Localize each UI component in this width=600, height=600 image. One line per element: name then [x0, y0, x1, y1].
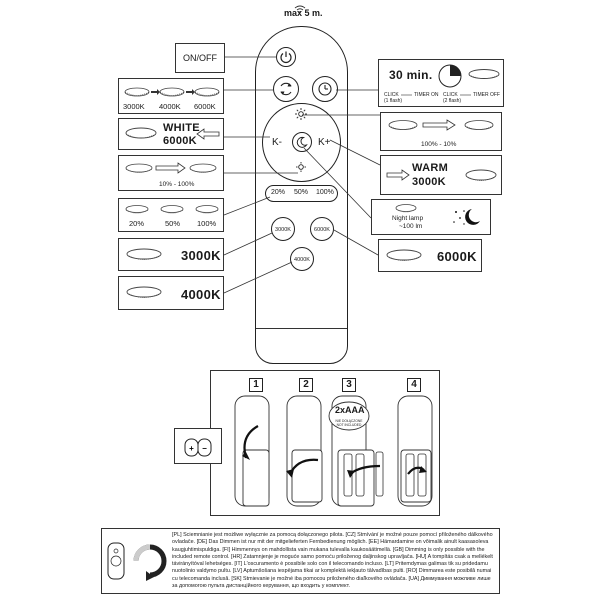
btn-4000k-label: 4000K [294, 257, 310, 263]
sun-icon [295, 108, 307, 120]
night-lamp-button[interactable] [292, 132, 312, 152]
k-minus-button[interactable]: K- [272, 137, 282, 148]
white-title: WHITE [163, 122, 200, 134]
lamp-icon [125, 127, 157, 139]
timer-flash2: (2 flash) [443, 98, 462, 104]
cycle-4000k: 4000K [159, 102, 181, 111]
timer-label: 30 min. [389, 68, 433, 82]
cycle-6000k: 6000K [194, 102, 216, 111]
dim-lamps [125, 162, 217, 174]
power-icon [280, 51, 292, 64]
sun-small-icon [296, 162, 306, 172]
brightness-down-button[interactable] [294, 160, 308, 174]
pct-50-button[interactable]: 50% [294, 189, 309, 196]
warm-temp: 3000K [412, 176, 446, 188]
step-2: 2 [299, 378, 313, 392]
battery-count: 2xAAA [335, 405, 365, 415]
battery-type: xAAA [340, 405, 365, 415]
disclaimer-box [101, 528, 500, 594]
dim-down-box: 100% - 10% [380, 112, 502, 151]
battery-steps-illustration [234, 395, 433, 507]
btn-3000k-label: 3000K [275, 227, 291, 233]
dim-up-range: 10% - 100% [159, 181, 195, 188]
level-100: 100% [197, 219, 217, 228]
remote-divider [256, 328, 347, 329]
cycle-button[interactable] [273, 76, 299, 102]
btn-3000k[interactable]: 3000K [271, 217, 295, 241]
cycle-box: 3000K 4000K 6000K [118, 78, 224, 114]
k3000-box: 3000K [118, 238, 224, 271]
remote-dim-icon [107, 542, 167, 581]
lamp-icon-4000 [126, 286, 162, 298]
cycle-icon [280, 82, 292, 96]
levels-box: 20% 50% 100% [118, 198, 224, 232]
timer-lamp-icon [468, 69, 500, 79]
timer-button[interactable] [312, 76, 338, 102]
level-20: 20% [129, 219, 145, 228]
timer-flash1: (1 flash) [384, 98, 403, 104]
onoff-box: ON/OFF [175, 43, 225, 73]
pct-100-button[interactable]: 100% [316, 189, 334, 196]
battery-icon-box: + − [174, 428, 222, 464]
dim-up-box: 10% - 100% [118, 155, 224, 191]
k6000-box: 6000K [378, 239, 482, 272]
k4000-label: 4000K [181, 287, 221, 302]
k6000-label: 6000K [437, 249, 477, 264]
night-label: Night lamp [392, 215, 424, 222]
arrow-left-icon [196, 128, 220, 140]
moon-icon [296, 136, 308, 148]
night-lm: ~100 lm [399, 223, 423, 230]
brightness-up-button[interactable] [294, 107, 308, 121]
step-1: 1 [249, 378, 263, 392]
dim-down-lamps [388, 119, 494, 131]
btn-6000k-label: 6000K [314, 227, 330, 233]
k4000-box: 4000K [118, 276, 224, 310]
lamp-icon-6000 [386, 249, 422, 261]
svg-text:−: − [202, 444, 207, 453]
k3000-label: 3000K [181, 248, 221, 263]
white-box: WHITE 6000K [118, 118, 224, 150]
clock-icon [318, 82, 332, 96]
svg-text:+: + [189, 444, 194, 453]
battery-note: NIE DOŁĄCZONE NOT INCLUDED [335, 419, 363, 427]
warm-box: WARM 3000K [380, 155, 502, 195]
timer-arrows [401, 94, 471, 96]
battery-count-num: 2 [335, 405, 341, 415]
range-label: max 5 m. [284, 8, 323, 18]
cycle-lamps [124, 87, 220, 97]
timer-clock-icon [438, 64, 462, 88]
lamp-icon-3000 [126, 248, 162, 260]
warm-title: WARM [412, 162, 449, 174]
moon-stars-icon [453, 209, 480, 225]
timer-on: TIMER ON [414, 92, 439, 98]
night-lamp-icon [395, 204, 417, 213]
dim-down-range: 100% - 10% [421, 141, 457, 148]
percent-pill [265, 185, 338, 202]
brightness-dial [262, 103, 341, 182]
disclaimer-text: [PL] Ściemnianie jest możliwe wyłącznie … [172, 532, 493, 590]
signal-icon [293, 0, 307, 18]
timer-click2: CLICK [443, 92, 458, 98]
warm-lamp-icon [465, 169, 497, 181]
btn-6000k[interactable]: 6000K [310, 217, 334, 241]
step-4: 4 [407, 378, 421, 392]
levels-lamps [125, 205, 219, 214]
timer-off: TIMER OFF [473, 92, 500, 98]
pct-20-button[interactable]: 20% [271, 189, 286, 196]
onoff-label: ON/OFF [183, 53, 217, 63]
battery-pair-icon: + − [184, 438, 212, 457]
step-3: 3 [342, 378, 356, 392]
night-box: Night lamp ~100 lm [371, 199, 491, 235]
level-50: 50% [165, 219, 181, 228]
arrow-right-icon [386, 169, 410, 181]
cycle-3000k: 3000K [123, 102, 145, 111]
timer-box: 30 min. CLICK TIMER ON (1 flash) CLICK T… [378, 59, 504, 107]
white-temp: 6000K [163, 135, 197, 147]
timer-click1: CLICK [384, 92, 399, 98]
btn-4000k[interactable]: 4000K [290, 247, 314, 271]
k-plus-button[interactable]: K+ [318, 137, 331, 148]
